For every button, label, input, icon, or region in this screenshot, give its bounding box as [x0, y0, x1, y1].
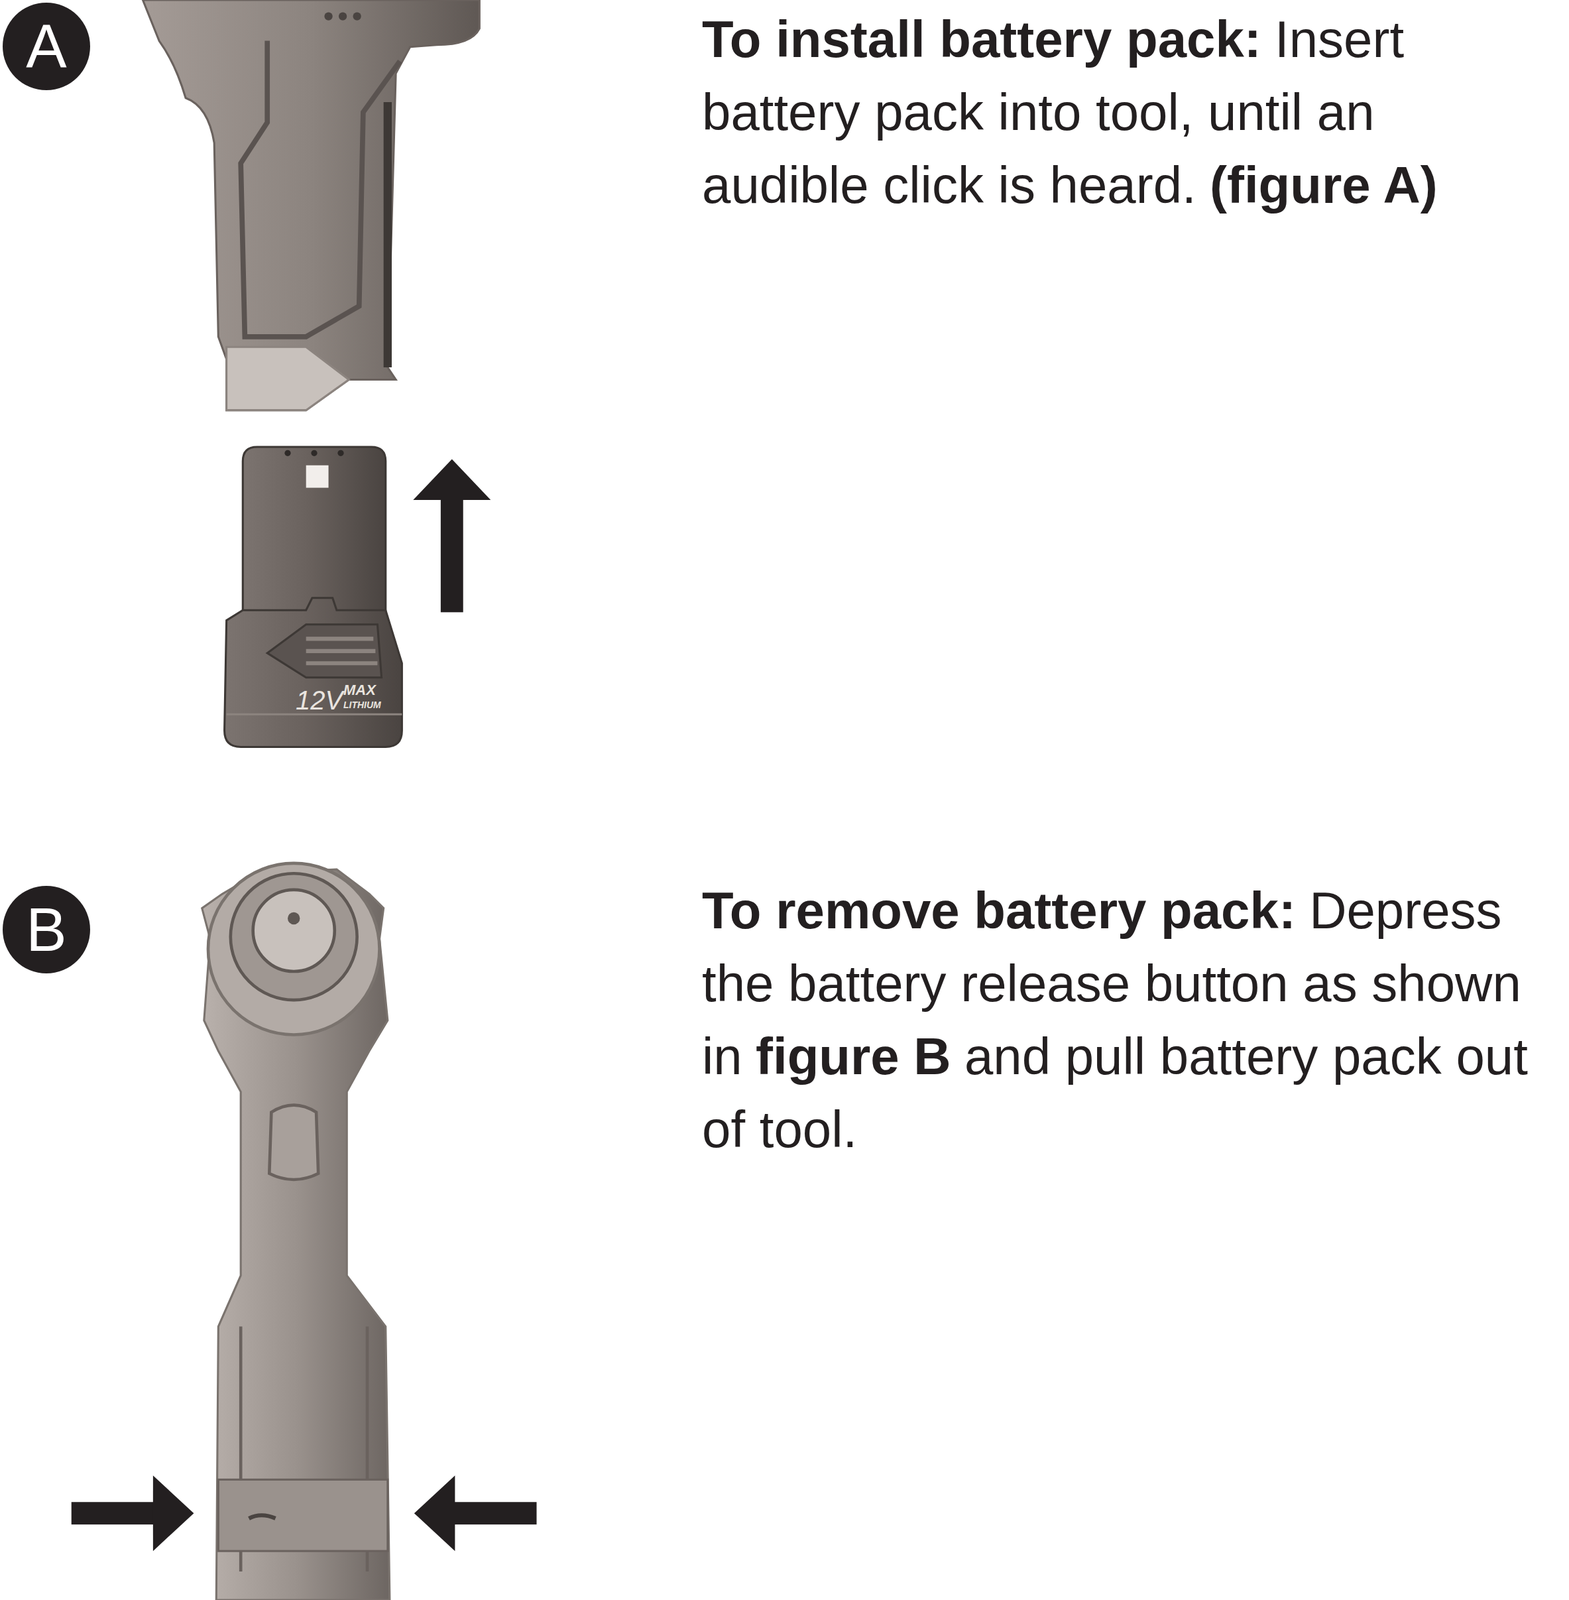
chuck-center	[287, 912, 300, 925]
battery-marking: LITHIUM	[343, 699, 382, 710]
arrow-shaft	[450, 1501, 537, 1524]
battery-contact	[306, 465, 329, 488]
section-heading: To install battery pack:	[701, 9, 1262, 69]
arrow-head	[153, 1474, 195, 1551]
housing-trim	[240, 41, 400, 337]
grip-shadow	[383, 102, 392, 368]
instruction-paragraph: To install battery pack:Insert battery p…	[701, 2, 1551, 222]
housing-foot	[226, 346, 350, 410]
battery-base	[224, 597, 403, 748]
battery-marking: MAX	[343, 682, 376, 698]
figure-reference: figure B	[755, 1026, 952, 1086]
arrow-head	[412, 459, 491, 501]
arrow-shaft	[71, 1501, 158, 1524]
insert-arrow	[412, 459, 491, 613]
chuck	[253, 889, 335, 972]
arrow-head	[414, 1474, 456, 1551]
release-arrows	[71, 1474, 537, 1551]
chuck-ring	[230, 872, 358, 1000]
instruction-paragraph: To remove battery pack:Depress the batte…	[701, 873, 1551, 1166]
tool-top-view	[202, 863, 390, 1600]
battery-release-band	[218, 1478, 388, 1551]
battery-seam	[226, 713, 403, 716]
arrow-shaft	[440, 497, 464, 612]
figure-badge: B	[2, 885, 91, 974]
battery-terminal	[337, 450, 344, 457]
tool-side-view	[142, 0, 480, 411]
battery-pack	[224, 446, 403, 747]
release-button	[249, 1514, 276, 1518]
chuck-collar	[208, 863, 380, 1035]
battery-terminal	[310, 450, 317, 457]
section-heading: To remove battery pack:	[701, 880, 1296, 940]
tool-housing	[142, 0, 480, 411]
figure-reference: (figure A)	[1209, 155, 1438, 215]
vent-dot	[324, 11, 333, 20]
vent-dot	[352, 11, 361, 20]
vent-dot	[338, 11, 347, 20]
battery-voltage: 12V	[295, 686, 343, 714]
figure-badge: A	[2, 2, 91, 91]
figure-letter: A	[25, 15, 67, 77]
trigger-housing	[269, 1104, 319, 1180]
battery-terminal	[284, 450, 291, 457]
figure-letter: B	[25, 898, 67, 960]
battery-latch	[267, 624, 382, 678]
latch-ridges	[306, 638, 378, 663]
